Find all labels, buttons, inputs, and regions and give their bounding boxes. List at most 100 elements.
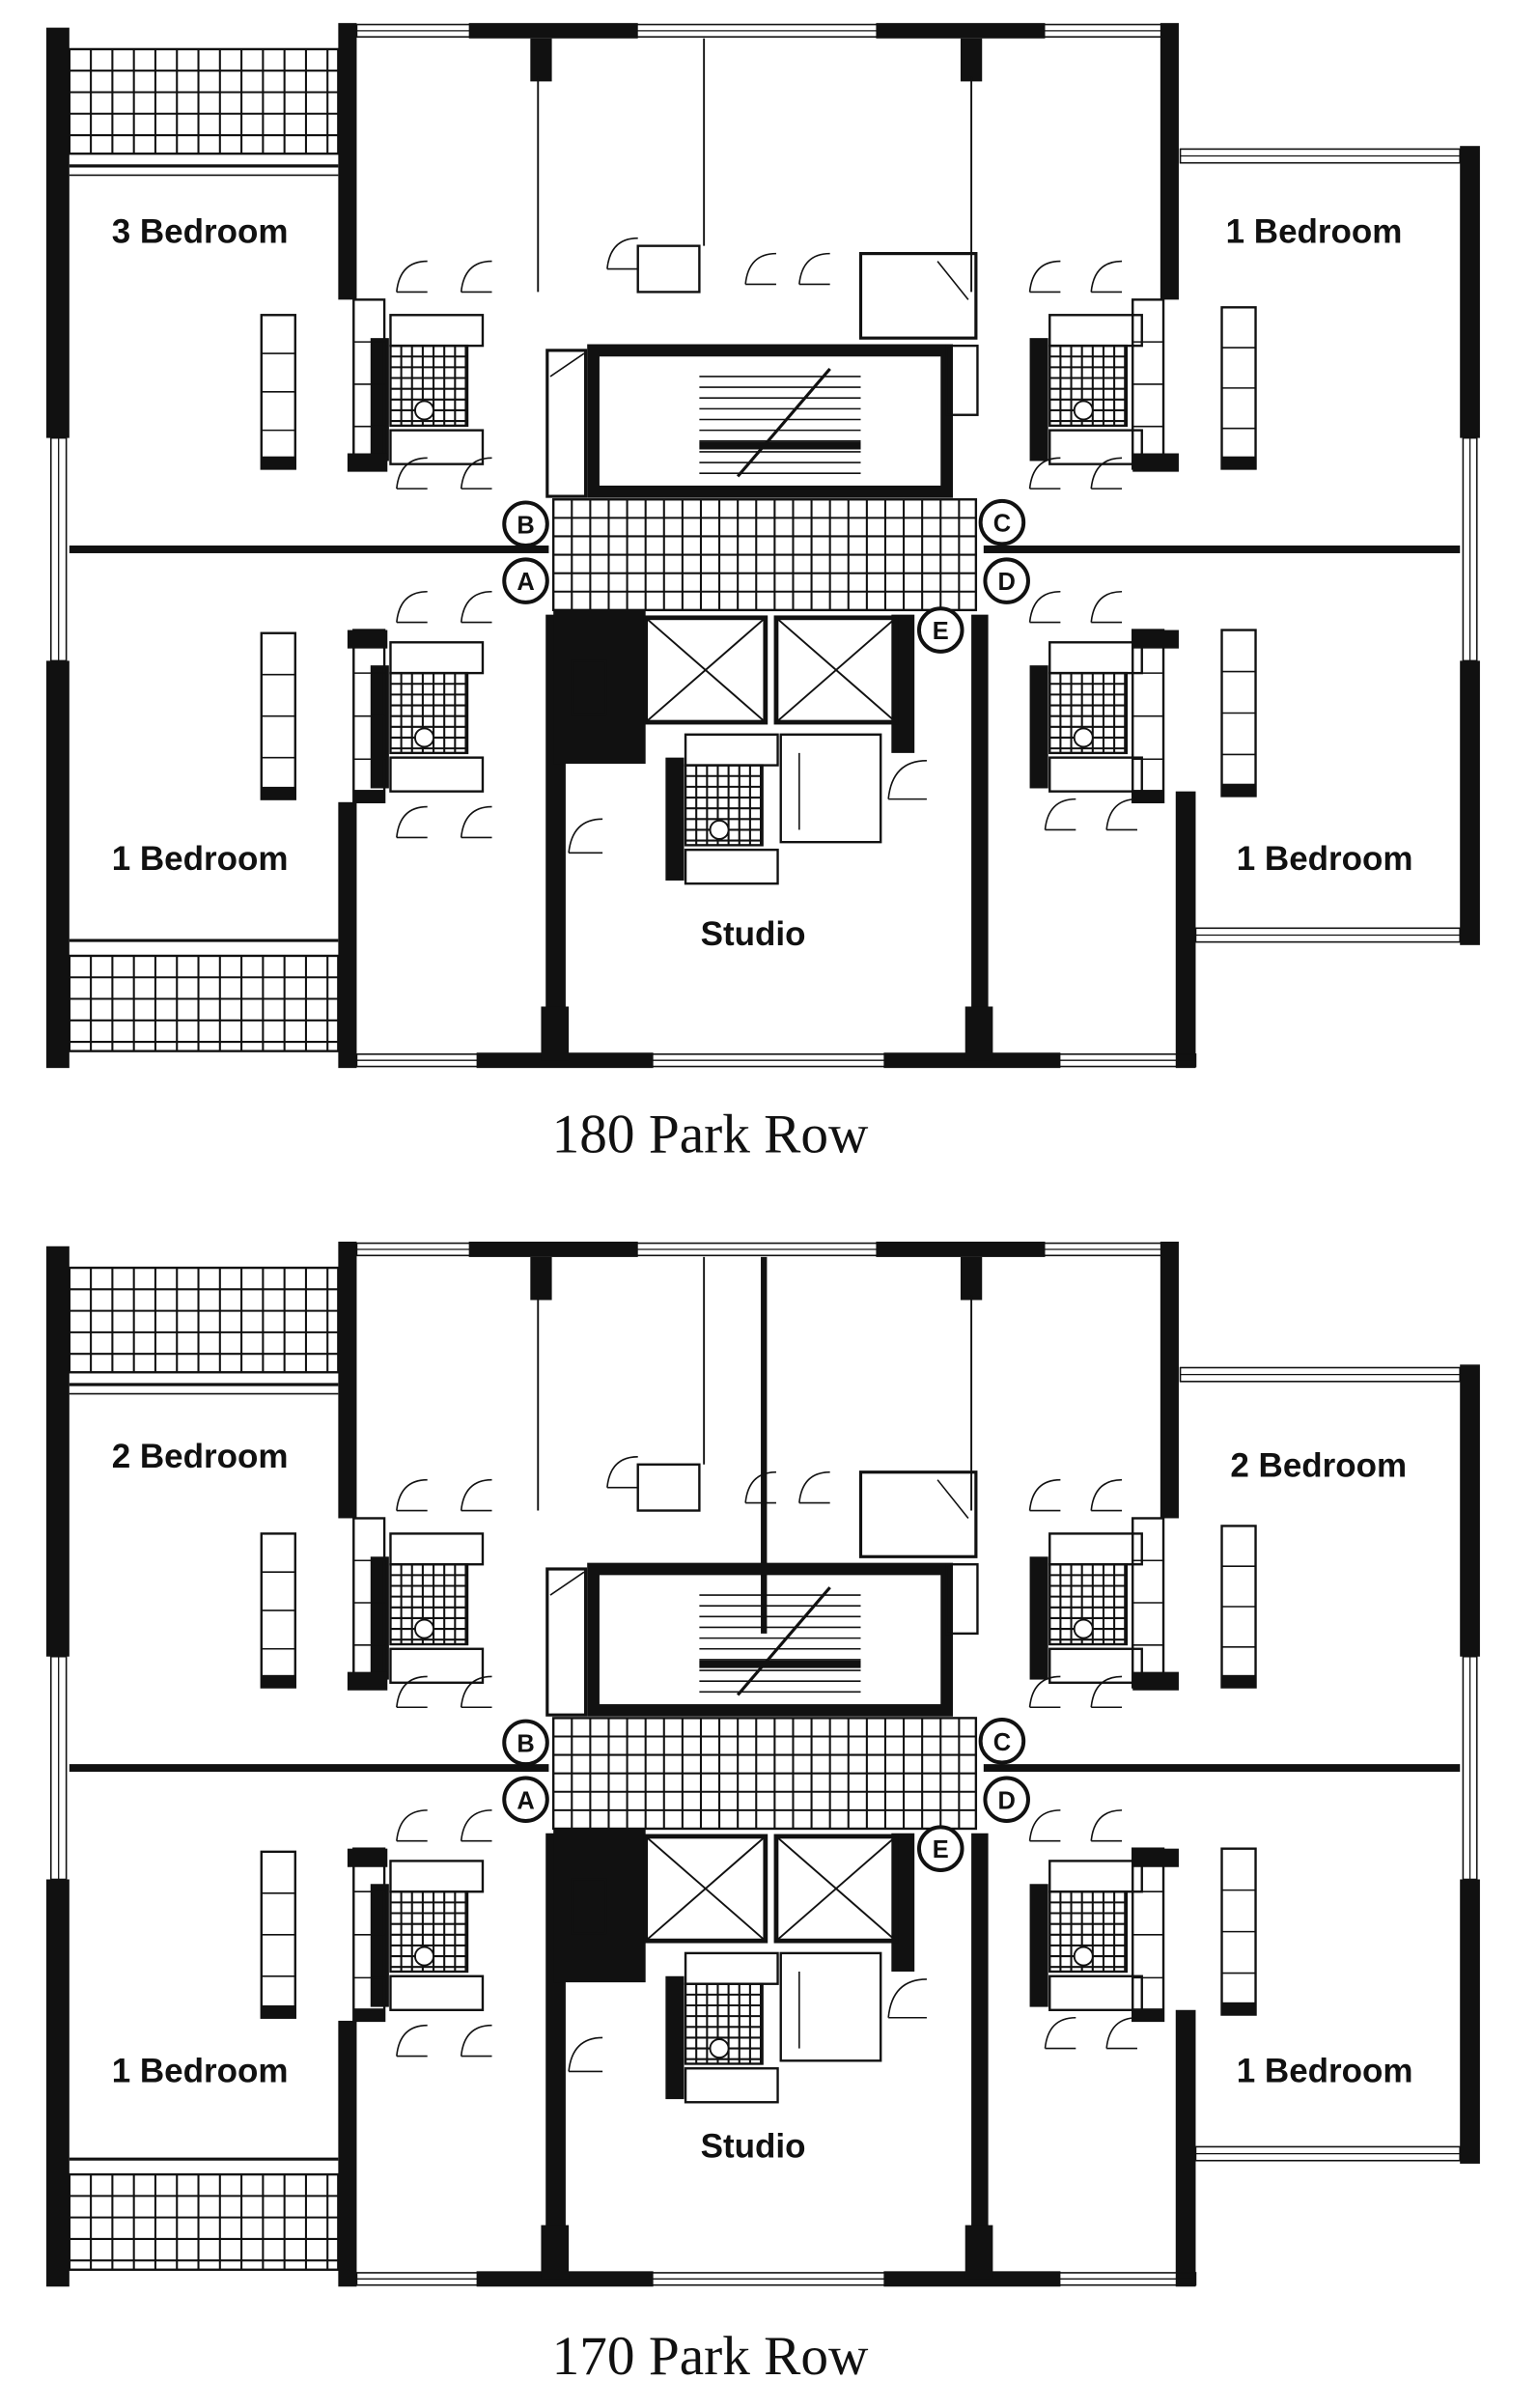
tub [389,641,485,675]
column [541,2225,570,2280]
right-outer-wall [1460,1879,1480,2164]
kitchenette [779,1951,882,2062]
marker-circle-d [983,1776,1030,1824]
marker-circle-b [502,500,549,547]
top-wall [876,1241,1046,1257]
counter-end [1221,1674,1256,1688]
service-closet [571,1878,607,1935]
column [530,38,552,82]
unit-divider-wall [983,546,1461,553]
left-unit-wall [338,2020,357,2287]
marker-circle-c [978,1717,1026,1765]
tub [389,1860,485,1893]
counter-end [353,2008,385,2021]
kitchenette [779,733,882,844]
right-unit-wall [1160,1241,1179,1519]
door-swing [396,1478,428,1512]
toilet [413,1618,434,1639]
terrace-bottom-left [68,954,340,1052]
toilet [413,1946,434,1967]
toilet [413,727,434,748]
closet [858,252,978,340]
bath-wall [370,665,389,789]
door-swing [1090,457,1123,490]
bath-wall [1029,1556,1048,1680]
door-swing [460,2024,492,2058]
door-swing [396,590,428,624]
unit-divider-wall [69,546,549,553]
wall-stub [347,453,388,472]
elevator-x [775,617,897,723]
unit-label-top-left: 3 Bedroom [112,212,289,250]
marker-circle-c [978,498,1026,546]
column [530,1256,552,1301]
toilet [709,2038,730,2059]
door-swing [568,818,603,854]
marker-circle-e [916,1825,964,1872]
counter-end [261,1674,295,1688]
toilet [709,819,730,840]
stair-enclosure [587,344,953,498]
door-swing [460,457,492,490]
closet [945,344,979,416]
vanity [389,1974,485,2011]
vanity [684,2067,779,2104]
door-swing [1028,590,1061,624]
door-swing [1105,798,1137,831]
top-wall [468,22,638,39]
wall-stub [347,630,388,649]
closet-diagonal [936,261,969,300]
door-swing [460,805,492,839]
marker-label-e: E [933,1836,949,1863]
door-swing [1028,1809,1061,1842]
elevator-car [773,1834,899,1944]
unit-divider-wall [69,1764,549,1773]
left-outer-wall [45,1879,70,2287]
bath-wall [370,338,389,462]
door-swing [606,1456,638,1489]
shaft [545,349,588,498]
stair-enclosure [587,1562,953,1717]
marker-label-d: D [997,569,1015,596]
toilet [1073,727,1094,748]
unit-divider-wall [983,1764,1461,1773]
tub [684,1951,779,1985]
tub [1048,641,1143,675]
door-swing [1090,1478,1123,1512]
toilet [1073,1618,1094,1639]
bath-wall [1029,338,1048,462]
vanity [389,429,485,465]
vanity [1048,756,1143,793]
elevator-x [775,1835,897,1942]
service-closet [571,659,607,716]
wall-stub [1132,1671,1179,1691]
terrace-top-left [68,1266,340,1374]
counter-end [261,2005,295,2018]
bath-wall [370,1884,389,2007]
bath-wall [1029,1884,1048,2007]
door-swing [460,590,492,624]
door-swing [744,252,776,286]
door-swing [1044,798,1076,831]
left-unit-wall [338,22,357,300]
vanity [684,848,779,885]
column [541,1006,570,1061]
vanity [1048,1647,1143,1684]
bath-wall [1029,665,1048,789]
wall-stub [347,1671,388,1691]
door-swing [568,2036,603,2073]
unit-label-top-right: 2 Bedroom [1230,1447,1407,1485]
door-swing [1028,1478,1061,1512]
door-swing [1090,1675,1123,1709]
elevator-car [643,1834,768,1944]
tub [1048,1860,1143,1893]
door-swing [460,1809,492,1842]
door-swing [460,1675,492,1709]
door-swing [396,2024,428,2058]
tub [684,733,779,767]
door-swing [1044,2016,1076,2050]
door-swing [460,1478,492,1512]
core-wall [971,614,989,1061]
closet [636,244,701,294]
door-swing [1090,260,1123,294]
